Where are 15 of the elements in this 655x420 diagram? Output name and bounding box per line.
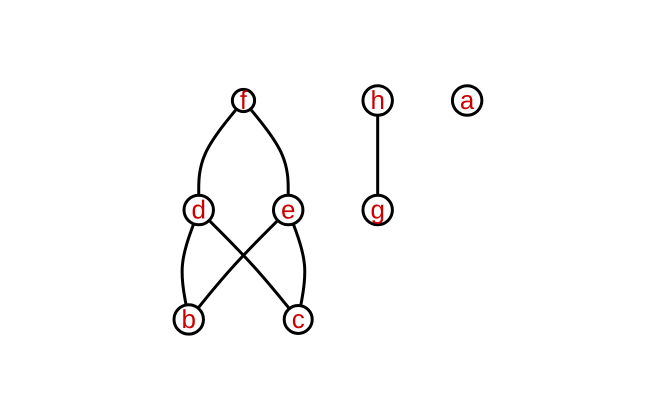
- connector: [291, 223, 306, 306]
- connector: [376, 115, 379, 196]
- connector: [196, 108, 238, 196]
- connector: [208, 219, 290, 310]
- node-circle: h: [361, 84, 394, 117]
- node-circle: a: [450, 84, 483, 117]
- node-circle: e: [272, 194, 304, 226]
- connector: [248, 108, 290, 196]
- node-circle: d: [182, 194, 215, 226]
- connector: [196, 219, 278, 309]
- node-circle: g: [361, 194, 394, 226]
- node-circle: f: [230, 88, 256, 114]
- connector: [180, 223, 195, 306]
- node-circle: c: [282, 304, 314, 335]
- node-circle: b: [172, 303, 205, 336]
